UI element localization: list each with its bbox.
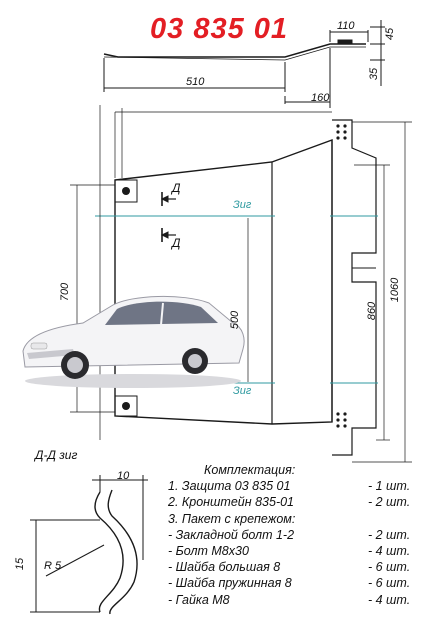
dim-1060: 1060 [389,277,402,303]
shield-plan [95,119,378,456]
dimension-lines [70,105,412,463]
dim-15: 15 [14,557,27,571]
dim-700: 700 [59,282,72,302]
kit-item: 3. Пакет с крепежом: [168,511,430,527]
zig-label-top: Зиг [233,199,252,211]
section-mark-top: Д [172,181,181,195]
kit-item: 1. Защита 03 835 01 - 1 шт. [168,478,430,494]
kit-list: Комплектация: 1. Защита 03 835 01 - 1 шт.… [168,462,430,608]
kit-item-text: - Болт М8х30 [168,543,249,558]
dim-500: 500 [229,310,242,330]
kit-item: - Шайба большая 8 - 6 шт. [168,559,430,575]
kit-item: - Болт М8х30 - 4 шт. [168,543,430,559]
kit-item-text: - Гайка М8 [168,592,230,607]
kit-item-qty: - 2 шт. [368,495,411,510]
kit-item: - Шайба пружинная 8 - 6 шт. [168,575,430,591]
kit-item-text: - Шайба пружинная 8 [168,576,292,591]
kit-title: Комплектация: [204,463,296,477]
zig-section-profile [30,475,148,615]
dim-510: 510 [186,76,205,88]
dim-10: 10 [117,470,130,482]
kit-item-qty: - 4 шт. [368,592,411,607]
kit-item: 2. Кронштейн 835-01 - 2 шт. [168,494,430,510]
part-number: 03 835 01 [150,13,289,45]
kit-item-text: 1. Защита 03 835 01 [168,479,291,494]
kit-item: - Закладной болт 1-2 - 2 шт. [168,527,430,543]
kit-item-qty: - 4 шт. [368,543,411,558]
dim-35: 35 [368,67,381,81]
kit-item-qty: - 1 шт. [368,479,411,494]
dim-860: 860 [366,301,379,321]
kit-item-qty: - 6 шт. [368,560,411,575]
dim-45: 45 [384,27,397,41]
kit-item-text: - Закладной болт 1-2 [168,527,295,542]
kit-item-text: 2. Кронштейн 835-01 [168,495,295,510]
dim-160: 160 [311,92,330,104]
section-title: Д-Д зиг [35,448,78,462]
kit-item-qty: - 2 шт. [368,527,411,542]
kit-item: - Гайка М8 - 4 шт. [168,592,430,608]
mount-holes [122,124,347,428]
car-photo [22,295,245,388]
bracket-side-profile [103,20,385,108]
section-mark-bottom: Д [172,236,181,250]
dim-r5: R 5 [44,560,62,572]
kit-item-text: 3. Пакет с крепежом: [168,511,296,526]
zig-label-bottom: Зиг [233,385,252,397]
kit-item-qty: - 6 шт. [368,576,411,591]
kit-item-text: - Шайба большая 8 [168,560,281,575]
dim-110: 110 [337,20,355,32]
